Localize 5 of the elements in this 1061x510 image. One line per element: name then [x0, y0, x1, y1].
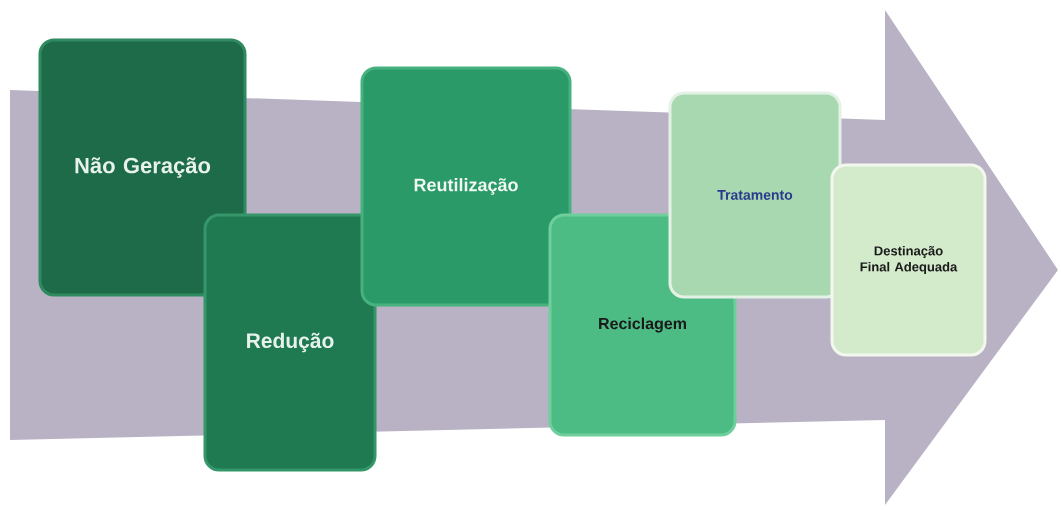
- step-box: Redução: [203, 213, 377, 472]
- step-box: Destinação Final Adequada: [830, 163, 987, 357]
- step-box: Tratamento: [668, 91, 842, 299]
- step-box: Reutilização: [360, 66, 572, 307]
- step-box: Não Geração: [38, 38, 247, 297]
